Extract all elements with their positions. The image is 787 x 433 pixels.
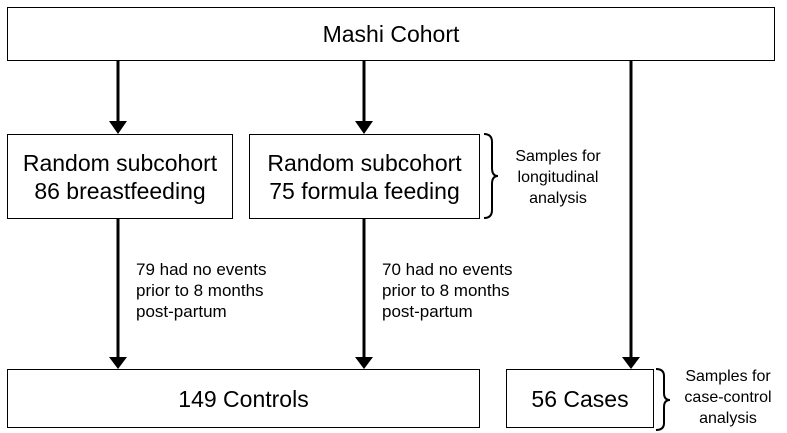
case-control-line2: case-control: [684, 389, 772, 406]
cases-label: 56 Cases: [531, 385, 629, 412]
cases-box: 56 Cases: [506, 369, 654, 428]
formula-line1: Random subcohort: [267, 149, 462, 176]
longitudinal-samples-label: Samples for longitudinal analysis: [500, 146, 616, 209]
brace-longitudinal: [483, 133, 499, 219]
breastfeeding-line2: 86 breastfeeding: [34, 177, 206, 204]
mashi-cohort-box: Mashi Cohort: [7, 7, 775, 61]
formula-subcohort-box: Random subcohort 75 formula feeding: [249, 134, 480, 219]
mashi-cohort-label: Mashi Cohort: [322, 21, 460, 47]
case-control-samples-label: Samples for case-control analysis: [672, 366, 784, 429]
arrowhead-controls-left: [109, 357, 127, 369]
longitudinal-line1: Samples for: [515, 148, 601, 165]
longitudinal-line3: analysis: [529, 190, 587, 207]
controls-box: 149 Controls: [7, 369, 480, 428]
arrowhead-cases: [622, 357, 640, 369]
longitudinal-line2: longitudinal: [517, 169, 599, 186]
formula-note-line1: 70 had no events: [382, 260, 513, 279]
breastfeeding-note-line2: prior to 8 months: [136, 281, 264, 300]
breastfeeding-note-line3: post-partum: [136, 302, 227, 321]
breastfeeding-note-line1: 79 had no events: [136, 260, 267, 279]
formula-note-line3: post-partum: [382, 302, 473, 321]
breastfeeding-subcohort-box: Random subcohort 86 breastfeeding: [7, 134, 233, 219]
breastfeeding-exclusion-note: 79 had no events prior to 8 months post-…: [136, 259, 266, 322]
formula-line2: 75 formula feeding: [269, 177, 460, 204]
formula-exclusion-note: 70 had no events prior to 8 months post-…: [382, 259, 512, 322]
controls-label: 149 Controls: [178, 385, 309, 412]
arrowhead-controls-right: [355, 357, 373, 369]
case-control-line3: analysis: [699, 410, 757, 427]
brace-case-control: [655, 368, 671, 431]
formula-note-line2: prior to 8 months: [382, 281, 510, 300]
arrowhead-formula: [355, 121, 373, 134]
case-control-line1: Samples for: [685, 368, 771, 385]
arrowhead-breastfeeding: [109, 121, 127, 134]
breastfeeding-line1: Random subcohort: [22, 149, 218, 176]
